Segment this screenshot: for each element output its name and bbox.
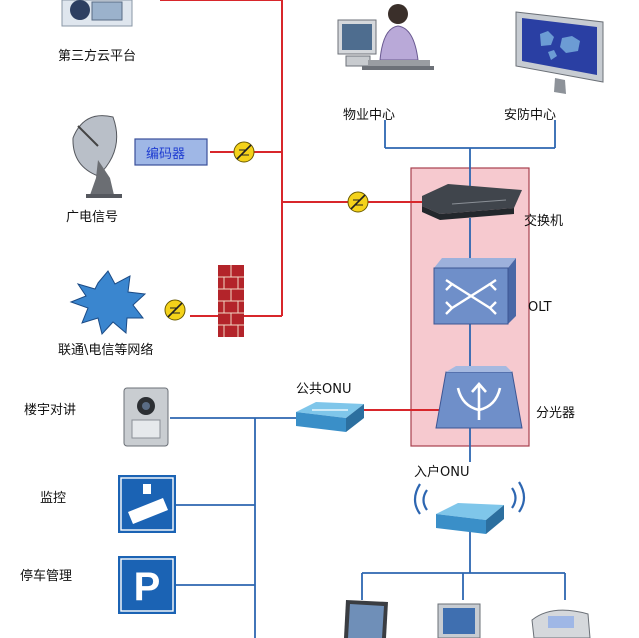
surge-protector-icon (164, 299, 186, 321)
switch-label: 交换机 (524, 214, 564, 229)
olt-icon (433, 258, 516, 325)
third-party-cloud-label: 第三方云平台 (58, 49, 137, 64)
property-center-icon (337, 4, 434, 70)
encoder-box (134, 138, 208, 166)
splitter-icon (435, 366, 523, 429)
monitoring-label: 监控 (40, 491, 67, 506)
unicom-telecom-label: 联通\电信等网络 (58, 343, 154, 358)
splitter-label: 分光器 (536, 406, 576, 421)
cloud-platform-icon (61, 0, 133, 27)
telephone-icon (531, 609, 591, 638)
intercom-device-icon (123, 387, 169, 447)
parking-sign-icon: P (118, 556, 176, 614)
camera-sign-icon (118, 475, 176, 533)
home-onu-label: 入户ONU (414, 465, 470, 480)
public-onu-icon (296, 402, 364, 432)
surge-protector-icon (233, 141, 255, 163)
blue-network-lines (170, 120, 566, 638)
surge-protector-icon (347, 191, 369, 213)
broadcast-signal-label: 广电信号 (66, 210, 119, 225)
security-center-label: 安防中心 (504, 108, 557, 123)
firewall-icon (218, 265, 244, 337)
public-onu-label: 公共ONU (296, 382, 352, 397)
satellite-dish-icon (72, 115, 122, 198)
internet-cloud-icon (69, 270, 147, 336)
home-onu-icon (413, 481, 526, 534)
building-intercom-label: 楼宇对讲 (24, 403, 77, 418)
switch-icon (422, 184, 522, 220)
olt-label: OLT (528, 300, 552, 315)
tv-icon (344, 600, 388, 638)
svg-text:P: P (134, 565, 161, 609)
computer-icon (437, 603, 481, 638)
property-center-label: 物业中心 (343, 108, 396, 123)
encoder-label: 编码器 (146, 147, 186, 162)
security-center-monitor-icon (515, 11, 604, 94)
parking-management-label: 停车管理 (20, 569, 73, 584)
